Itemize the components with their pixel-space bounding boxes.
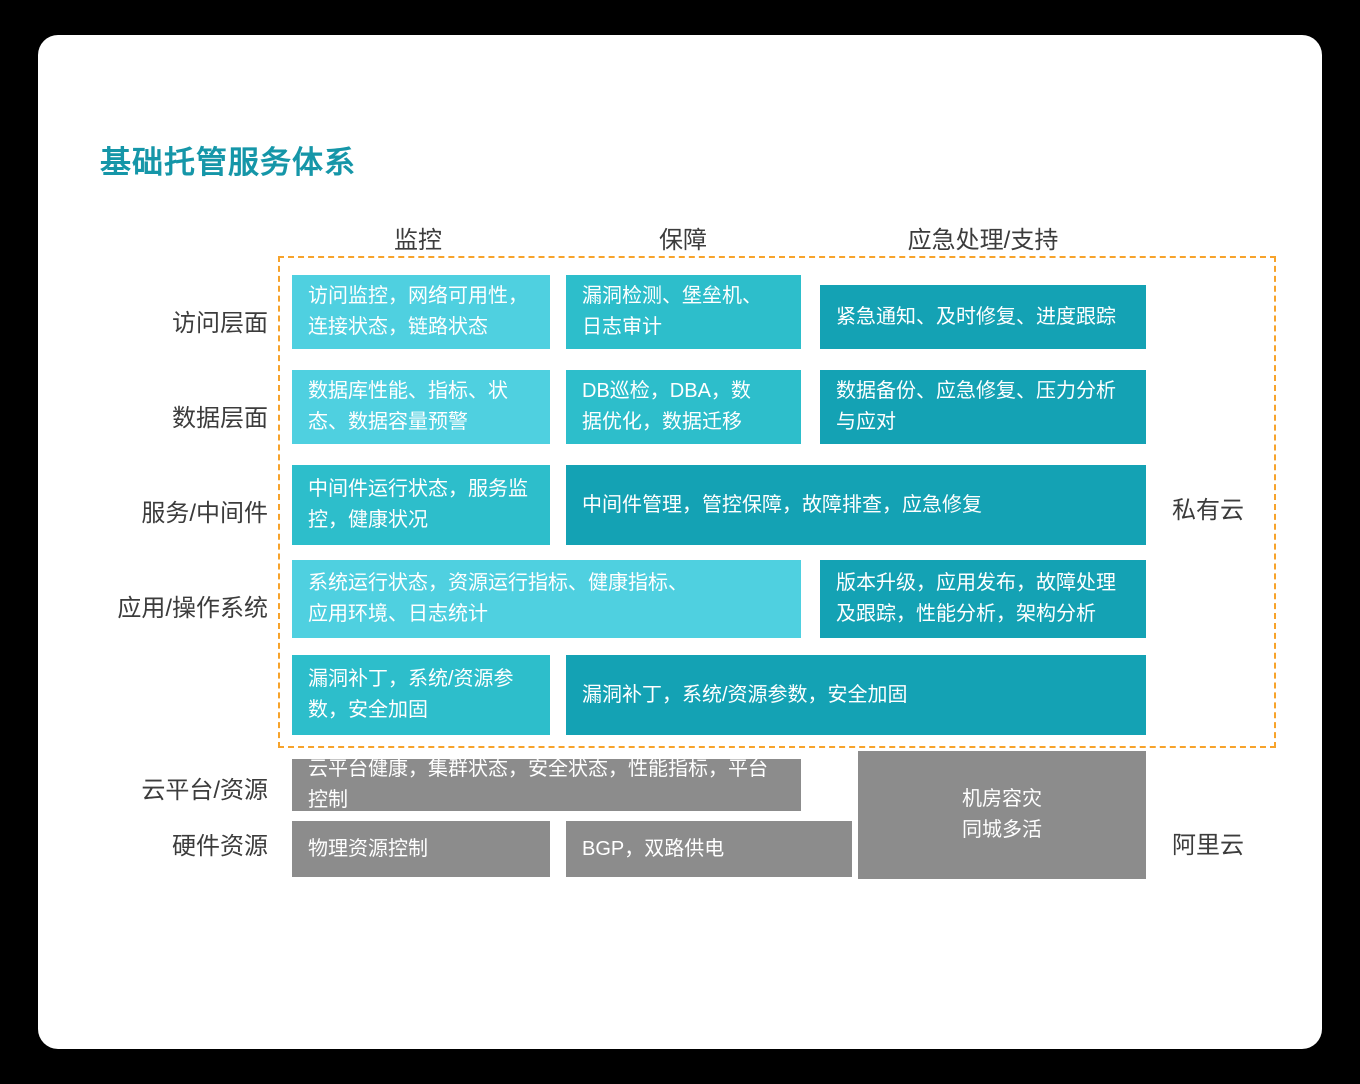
cell-hardware-monitoring: 物理资源控制 [292,821,550,877]
cell-line: 紧急通知、及时修复、进度跟踪 [836,305,1116,328]
cell-middleware-assurance-emergency: 中间件管理，管控保障，故障排查，应急修复 [566,465,1146,545]
cell-line: 中间件运行状态，服务监 [308,478,528,500]
cell-line: 漏洞补丁，系统/资源参数，安全加固 [582,683,908,706]
page-title: 基础托管服务体系 [100,145,356,180]
cell-line: 访问监控，网络可用性， [308,285,528,307]
row-label-service-middleware: 服务/中间件 [141,500,268,527]
cell-line: BGP，双路供电 [582,837,725,860]
cell-security-monitoring: 漏洞补丁，系统/资源参 数，安全加固 [292,655,550,735]
cell-line: 连接状态，链路状态 [308,316,488,338]
cell-datacenter-dr: 机房容灾 同城多活 [858,751,1146,879]
cell-access-monitoring: 访问监控，网络可用性， 连接状态，链路状态 [292,275,550,349]
cell-hardware-assurance: BGP，双路供电 [566,821,852,877]
cell-line: 日志审计 [582,316,662,338]
cell-access-emergency: 紧急通知、及时修复、进度跟踪 [820,285,1146,349]
cell-line: DB巡检，DBA，数 [582,380,751,402]
row-label-cloud-platform: 云平台/资源 [141,777,268,804]
cell-line: 漏洞检测、堡垒机、 [582,285,762,307]
cell-line: 态、数据容量预警 [308,411,468,433]
diagram-card: 基础托管服务体系 监控 保障 应急处理/支持 访问层面 数据层面 服务/中间件 … [38,35,1322,1049]
cell-line: 数据库性能、指标、状 [308,380,508,402]
cell-line: 与应对 [836,411,896,433]
cell-line: 版本升级，应用发布，故障处理 [836,572,1116,594]
side-label-alibaba-cloud: 阿里云 [1172,832,1244,859]
cell-line: 据优化，数据迁移 [582,411,742,433]
cell-line: 数据备份、应急修复、压力分析 [836,380,1116,402]
cell-security-assurance-emergency: 漏洞补丁，系统/资源参数，安全加固 [566,655,1146,735]
column-header-assurance: 保障 [659,227,707,254]
side-label-private-cloud: 私有云 [1172,497,1244,524]
cell-line: 物理资源控制 [308,837,428,860]
cell-line: 数，安全加固 [308,699,428,721]
cell-line: 漏洞补丁，系统/资源参 [308,668,514,690]
column-header-emergency: 应急处理/支持 [907,227,1059,254]
row-label-access: 访问层面 [172,310,268,337]
row-label-app-os: 应用/操作系统 [117,595,268,622]
cell-data-assurance: DB巡检，DBA，数 据优化，数据迁移 [566,370,801,444]
cell-line: 控，健康状况 [308,509,428,531]
cell-cloud-platform-resources: 云平台健康，集群状态，安全状态，性能指标，平台控制 [292,758,801,811]
row-label-hardware: 硬件资源 [172,833,268,860]
cell-app-emergency: 版本升级，应用发布，故障处理 及跟踪，性能分析，架构分析 [820,560,1146,638]
cell-line: 中间件管理，管控保障，故障排查，应急修复 [582,493,982,516]
cell-line: 系统运行状态，资源运行指标、健康指标、 [308,572,688,594]
cell-line: 同城多活 [962,819,1042,841]
cell-line: 及跟踪，性能分析，架构分析 [836,603,1096,625]
column-header-monitoring: 监控 [394,227,442,254]
cell-middleware-monitoring: 中间件运行状态，服务监 控，健康状况 [292,465,550,545]
cell-line: 机房容灾 [962,788,1042,810]
cell-data-emergency: 数据备份、应急修复、压力分析 与应对 [820,370,1146,444]
cell-access-assurance: 漏洞检测、堡垒机、 日志审计 [566,275,801,349]
cell-line: 应用环境、日志统计 [308,603,488,625]
cell-app-monitoring-assurance: 系统运行状态，资源运行指标、健康指标、 应用环境、日志统计 [292,560,801,638]
cell-line: 云平台健康，集群状态，安全状态，性能指标，平台控制 [308,758,768,811]
cell-data-monitoring: 数据库性能、指标、状 态、数据容量预警 [292,370,550,444]
row-label-data: 数据层面 [172,405,268,432]
